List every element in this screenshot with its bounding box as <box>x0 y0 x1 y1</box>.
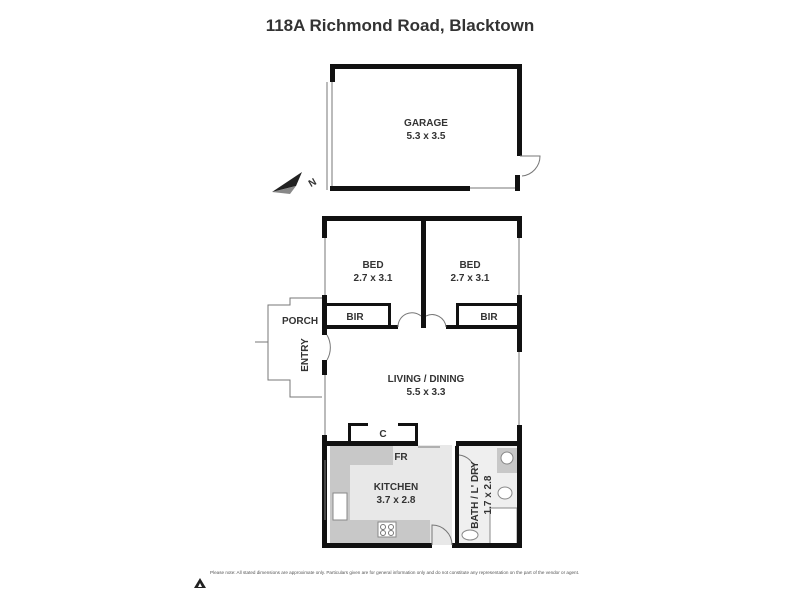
bath-dims: 1.7 x 2.8 <box>483 475 494 514</box>
bir1-label: BIR <box>346 312 364 323</box>
garage-name: GARAGE <box>404 118 448 129</box>
plan-title: 118A Richmond Road, Blacktown <box>265 16 535 35</box>
brand-logo-icon <box>194 578 206 588</box>
compass-icon: N <box>272 172 319 194</box>
compass-label: N <box>307 177 319 190</box>
bed1-name: BED <box>362 260 383 271</box>
bath-name: BATH / L' DRY <box>470 461 481 529</box>
kitchen-dims: 3.7 x 2.8 <box>377 495 416 506</box>
bed2-name: BED <box>459 260 480 271</box>
kitchen-name: KITCHEN <box>374 482 418 493</box>
cupboard-label: C <box>379 429 386 440</box>
garage-dims: 5.3 x 3.5 <box>407 131 446 142</box>
house: BED 2.7 x 3.1 BED 2.7 x 3.1 BIR BIR PORC… <box>255 216 522 548</box>
bir2-label: BIR <box>480 312 498 323</box>
fridge-label: FR <box>394 452 408 463</box>
entry-label: ENTRY <box>300 338 311 372</box>
garage: GARAGE 5.3 x 3.5 <box>326 64 541 191</box>
bed1-dims: 2.7 x 3.1 <box>354 273 393 284</box>
porch-label: PORCH <box>282 316 318 327</box>
bed2-dims: 2.7 x 3.1 <box>451 273 490 284</box>
disclaimer: Please note: All stated dimensions are a… <box>210 570 580 575</box>
living-name: LIVING / DINING <box>388 374 465 385</box>
living-dims: 5.5 x 3.3 <box>407 387 446 398</box>
